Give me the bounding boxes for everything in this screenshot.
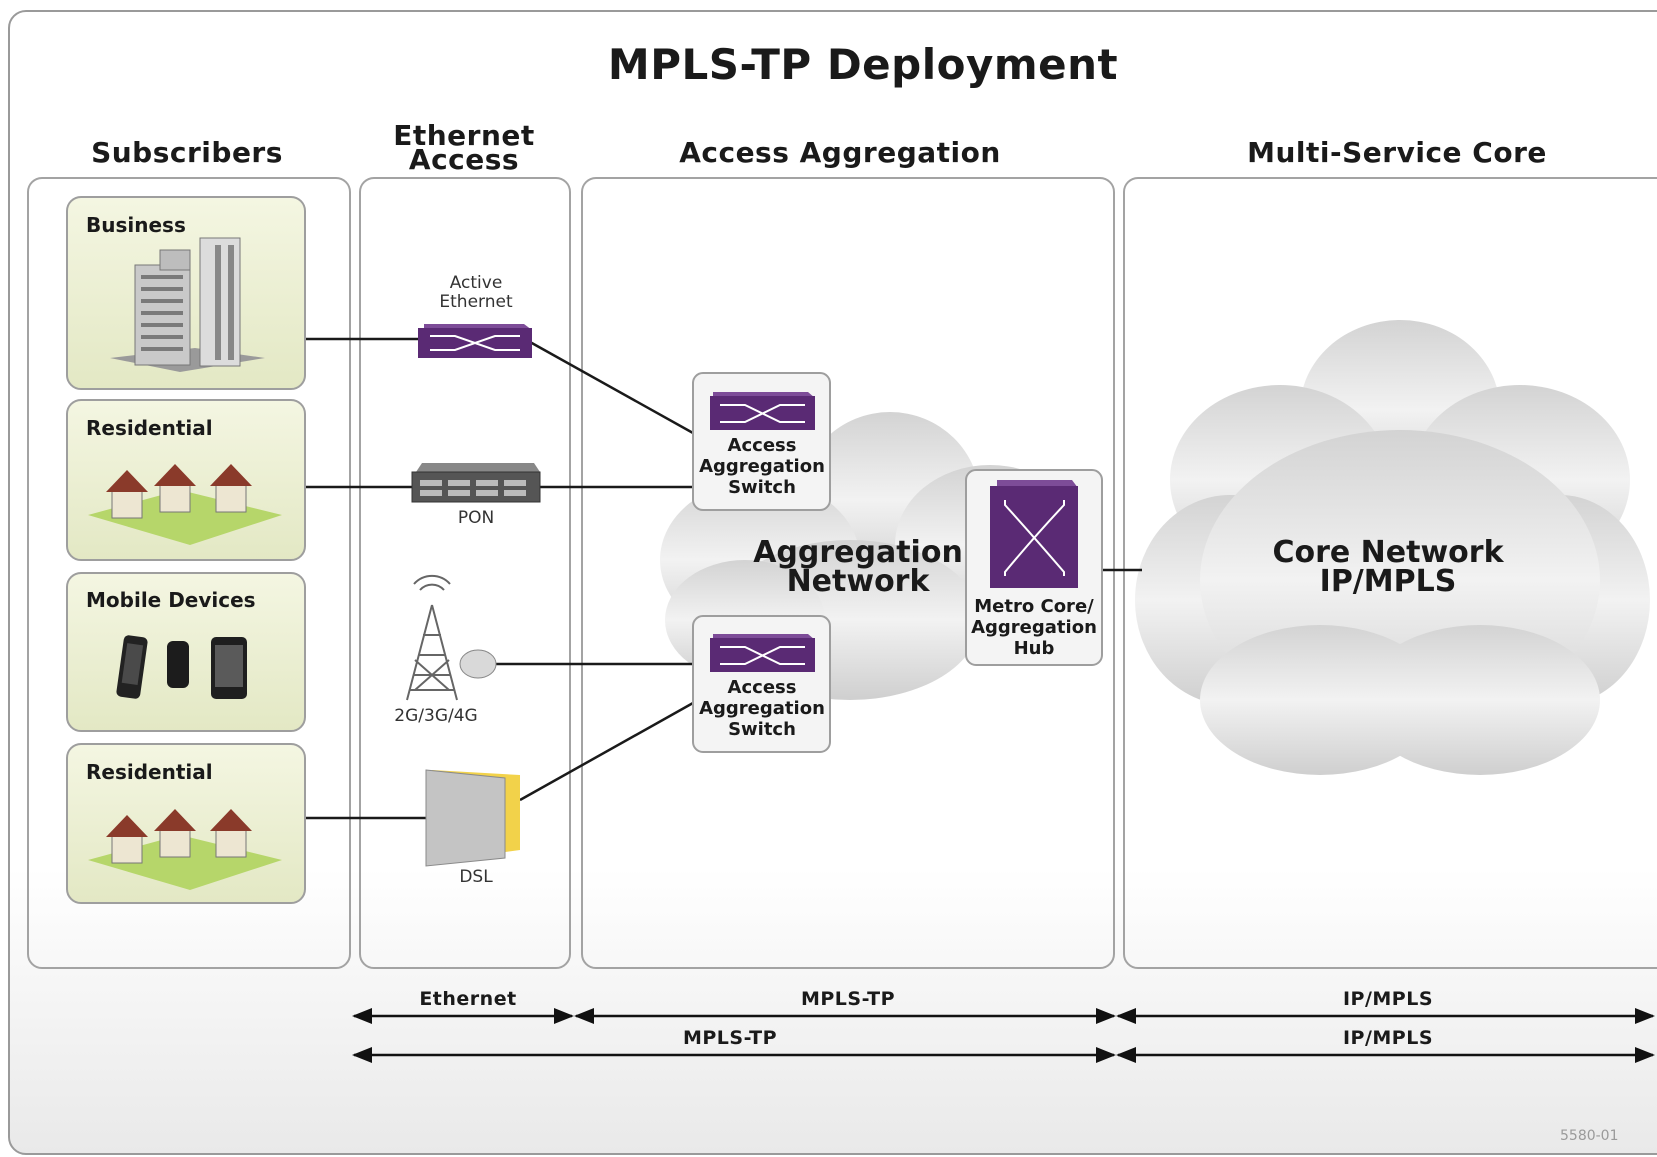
access-aggregation-panel xyxy=(581,177,1115,969)
figure-reference-id: 5580-01 xyxy=(1560,1128,1619,1144)
column-header-access-aggregation: Access Aggregation xyxy=(679,136,1001,169)
multi-service-core-panel xyxy=(1123,177,1657,969)
protocol-label-mpls-tp-2: MPLS-TP xyxy=(682,1027,778,1049)
active-ethernet-label: Active Ethernet xyxy=(439,274,512,312)
cell-tower-icon xyxy=(406,574,497,701)
core-cloud xyxy=(1135,320,1650,775)
aggregation-network-label-line1: Aggregation xyxy=(753,535,963,570)
metro-core-hub-label-line2: Aggregation xyxy=(971,617,1097,638)
access-switch-label-bottom: Access Aggregation Switch xyxy=(699,677,825,740)
dsl-label: DSL xyxy=(459,867,493,887)
metro-core-hub-label-line1: Metro Core/ xyxy=(974,596,1094,617)
subscriber-label-mobile: Mobile Devices xyxy=(86,588,256,612)
link-active-ethernet-switch xyxy=(529,340,694,435)
page-title: MPLS-TP Deployment xyxy=(607,40,1119,89)
ethernet-access-panel xyxy=(359,177,571,969)
access-switch-label-top-line2: Aggregation xyxy=(699,456,825,477)
pon-device-icon xyxy=(411,463,541,503)
active-ethernet-label-line1: Active xyxy=(449,273,503,293)
metro-core-hub-icon xyxy=(990,480,1078,588)
protocol-label-ethernet: Ethernet xyxy=(419,988,517,1010)
access-switch-icon-bottom xyxy=(710,634,815,672)
aggregation-network-label-line2: Network xyxy=(786,564,930,599)
metro-core-hub-label-line3: Hub xyxy=(1013,638,1055,659)
access-switch-icon-top xyxy=(710,392,815,430)
link-dsl-switch xyxy=(519,701,694,802)
houses-icon-2 xyxy=(88,809,282,890)
column-header-subscribers: Subscribers xyxy=(91,136,283,169)
core-network-label-line2: IP/MPLS xyxy=(1319,564,1457,599)
pon-label: PON xyxy=(457,508,495,528)
column-header-ethernet-access-line2: Access xyxy=(408,143,520,176)
mobile-devices-icon xyxy=(116,635,247,699)
active-ethernet-switch-icon xyxy=(418,324,532,358)
access-switch-label-bottom-line3: Switch xyxy=(728,719,796,740)
access-switch-label-top: Access Aggregation Switch xyxy=(699,435,825,498)
access-switch-label-top-line3: Switch xyxy=(728,477,796,498)
office-building-icon xyxy=(110,237,265,372)
metro-core-hub-label: Metro Core/ Aggregation Hub xyxy=(971,596,1097,659)
subscriber-label-residential-1: Residential xyxy=(86,416,213,440)
access-switch-label-top-line1: Access xyxy=(727,435,797,456)
aggregation-network-label: Aggregation Network xyxy=(753,535,963,599)
core-network-label-line1: Core Network xyxy=(1272,535,1504,570)
column-header-ethernet-access-line1: Ethernet xyxy=(393,119,535,152)
protocol-label-ip-mpls-2: IP/MPLS xyxy=(1342,1027,1434,1049)
protocol-label-mpls-tp-1: MPLS-TP xyxy=(800,988,896,1010)
subscribers-panel xyxy=(27,177,351,969)
access-switch-label-bottom-line2: Aggregation xyxy=(699,698,825,719)
core-network-label: Core Network IP/MPLS xyxy=(1272,535,1504,599)
houses-icon xyxy=(88,464,282,545)
subscriber-label-residential-2: Residential xyxy=(86,760,213,784)
access-switch-label-bottom-line1: Access xyxy=(727,677,797,698)
active-ethernet-label-line2: Ethernet xyxy=(439,292,513,312)
wireless-label: 2G/3G/4G xyxy=(394,706,478,726)
subscriber-label-business: Business xyxy=(86,213,186,237)
protocol-label-ip-mpls-1: IP/MPLS xyxy=(1342,988,1434,1010)
column-header-ethernet-access: Ethernet Access xyxy=(393,119,535,176)
dsl-device-icon xyxy=(425,769,520,867)
column-header-multi-service-core: Multi-Service Core xyxy=(1247,136,1547,169)
